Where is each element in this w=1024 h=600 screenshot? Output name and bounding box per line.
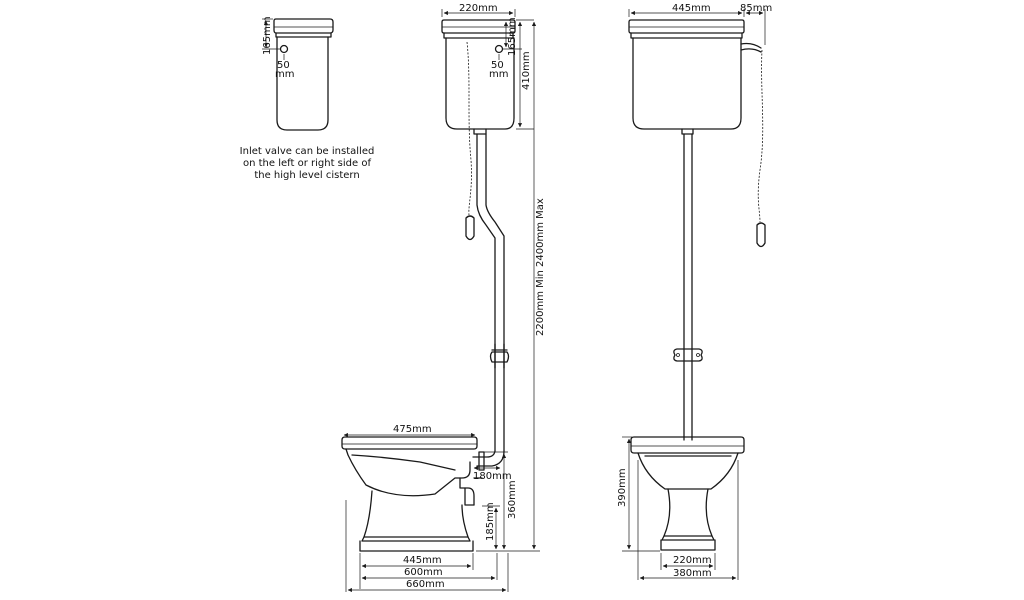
side-660-label: 660mm — [406, 579, 445, 590]
side-360-label: 360mm — [507, 480, 518, 519]
side-install-height-label: 2200mm Min 2400mm Max — [535, 198, 546, 336]
side-445-label: 445mm — [403, 555, 442, 566]
inset-50-unit: mm — [275, 69, 294, 80]
side-410-label: 410mm — [521, 51, 532, 90]
inlet-valve-note: Inlet valve can be installed on the left… — [232, 146, 382, 182]
side-50-unit: mm — [489, 69, 508, 80]
side-475-label: 475mm — [393, 424, 432, 435]
note-line-2: on the left or right side of — [243, 158, 371, 169]
front-390-label: 390mm — [617, 468, 628, 507]
side-600-label: 600mm — [404, 567, 443, 578]
inset-50-label: 50 — [277, 60, 290, 71]
front-220-label: 220mm — [673, 555, 712, 566]
note-line-1: Inlet valve can be installed — [239, 146, 375, 157]
inset-cistern-view: 165mm 50 mm — [262, 16, 334, 131]
inset-165-label: 165mm — [262, 16, 273, 55]
side-220-label: 220mm — [459, 3, 498, 14]
front-445-label: 445mm — [672, 3, 711, 14]
side-165-label: 165mm — [507, 17, 518, 56]
note-line-3: the high level cistern — [254, 170, 360, 181]
side-50-label: 50 — [491, 60, 504, 71]
front-380-label: 380mm — [673, 568, 712, 579]
side-view: 220mm 165mm 50 mm 410mm 2200mm Min 2400m… — [341, 3, 546, 593]
side-180-label: 180mm — [473, 471, 512, 482]
side-185-label: 185mm — [485, 502, 496, 541]
front-85-label: 85mm — [740, 3, 772, 14]
front-view: 445mm 85mm 390mm 220mm 380mm — [617, 3, 772, 581]
